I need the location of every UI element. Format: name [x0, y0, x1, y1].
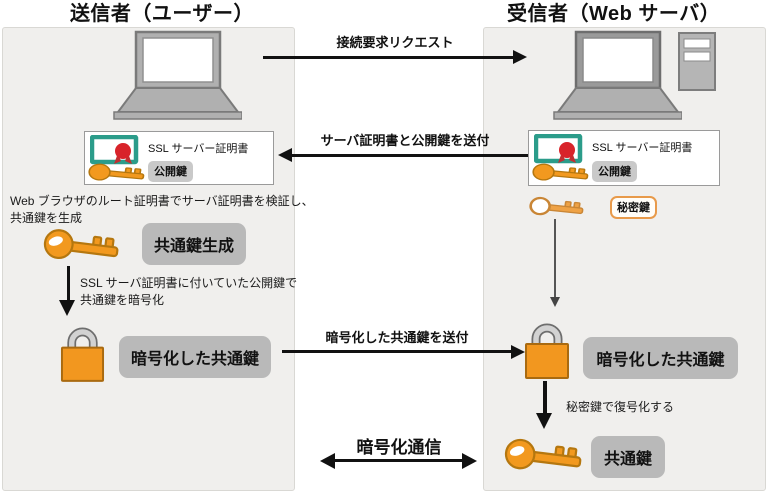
- padlock-icon: [525, 323, 569, 379]
- receiver-cert-box: SSL サーバー証明書 公開鍵: [528, 130, 720, 186]
- encrypt-note-line2: 共通鍵を暗号化: [80, 293, 165, 307]
- generate-key-label: 共通鍵生成: [142, 223, 246, 265]
- certificate-icon: [534, 134, 583, 164]
- public-key-icon: [532, 163, 589, 181]
- send-cert-label: サーバ証明書と公開鍵を送付: [320, 133, 490, 148]
- shared-key-icon: [504, 438, 582, 470]
- laptop-icon: [553, 30, 682, 120]
- server-tower-icon: [678, 32, 716, 91]
- arrowhead-right-icon: [462, 452, 477, 469]
- connect-request-arrow: [263, 55, 515, 59]
- private-key-badge: 秘密鍵: [610, 196, 657, 219]
- private-key-flow-line: [554, 219, 556, 298]
- connect-request-label: 接続要求リクエスト: [336, 35, 454, 50]
- public-key-badge: 公開鍵: [592, 161, 637, 182]
- encrypt-note: SSL サーバ証明書に付いていた公開鍵で 共通鍵を暗号化: [80, 275, 297, 309]
- public-key-icon: [88, 163, 145, 181]
- laptop-icon: [113, 30, 242, 120]
- encrypt-flow-line: [66, 266, 70, 302]
- private-key-icon: [529, 196, 584, 216]
- public-key-badge: 公開鍵: [148, 161, 193, 182]
- encrypt-note-line1: SSL サーバ証明書に付いていた公開鍵で: [80, 276, 298, 290]
- shared-key-icon: [43, 229, 119, 260]
- arrowhead-down-icon: [59, 300, 75, 316]
- sender-cert-box: SSL サーバー証明書 公開鍵: [84, 131, 274, 185]
- arrowhead-left-icon: [278, 148, 292, 162]
- send-encrypted-key-arrow: [282, 350, 512, 353]
- receiver-title: 受信者（Web サーバ）: [507, 3, 721, 25]
- arrowhead-down-icon: [535, 413, 552, 429]
- encrypted-key-label: 暗号化した共通鍵: [583, 337, 738, 379]
- verify-note-line2: 共通鍵を生成: [10, 211, 83, 225]
- arrowhead-down-icon: [550, 297, 560, 307]
- verify-note-line1: Web ブラウザのルート証明書でサーバ証明書を検証し、: [10, 194, 314, 208]
- verify-note: Web ブラウザのルート証明書でサーバ証明書を検証し、 共通鍵を生成: [10, 193, 314, 227]
- arrowhead-left-icon: [320, 452, 335, 469]
- padlock-icon: [60, 327, 105, 382]
- arrowhead-right-icon: [511, 344, 525, 359]
- encrypted-communication-label: 暗号化通信: [356, 438, 442, 457]
- send-encrypted-key-label: 暗号化した共通鍵を送付: [325, 330, 469, 345]
- cert-title: SSL サーバー証明書: [592, 142, 693, 154]
- arrowhead-right-icon: [513, 50, 527, 64]
- certificate-icon: [90, 135, 139, 165]
- cert-title: SSL サーバー証明書: [148, 143, 249, 155]
- decrypt-flow-line: [543, 381, 547, 415]
- encrypted-communication-arrow: [334, 458, 464, 462]
- sender-title: 送信者（ユーザー）: [69, 3, 255, 25]
- send-cert-arrow: [290, 153, 528, 157]
- decrypt-note: 秘密鍵で復号化する: [566, 400, 675, 414]
- shared-key-label: 共通鍵: [591, 436, 665, 478]
- encrypted-key-label: 暗号化した共通鍵: [119, 336, 271, 378]
